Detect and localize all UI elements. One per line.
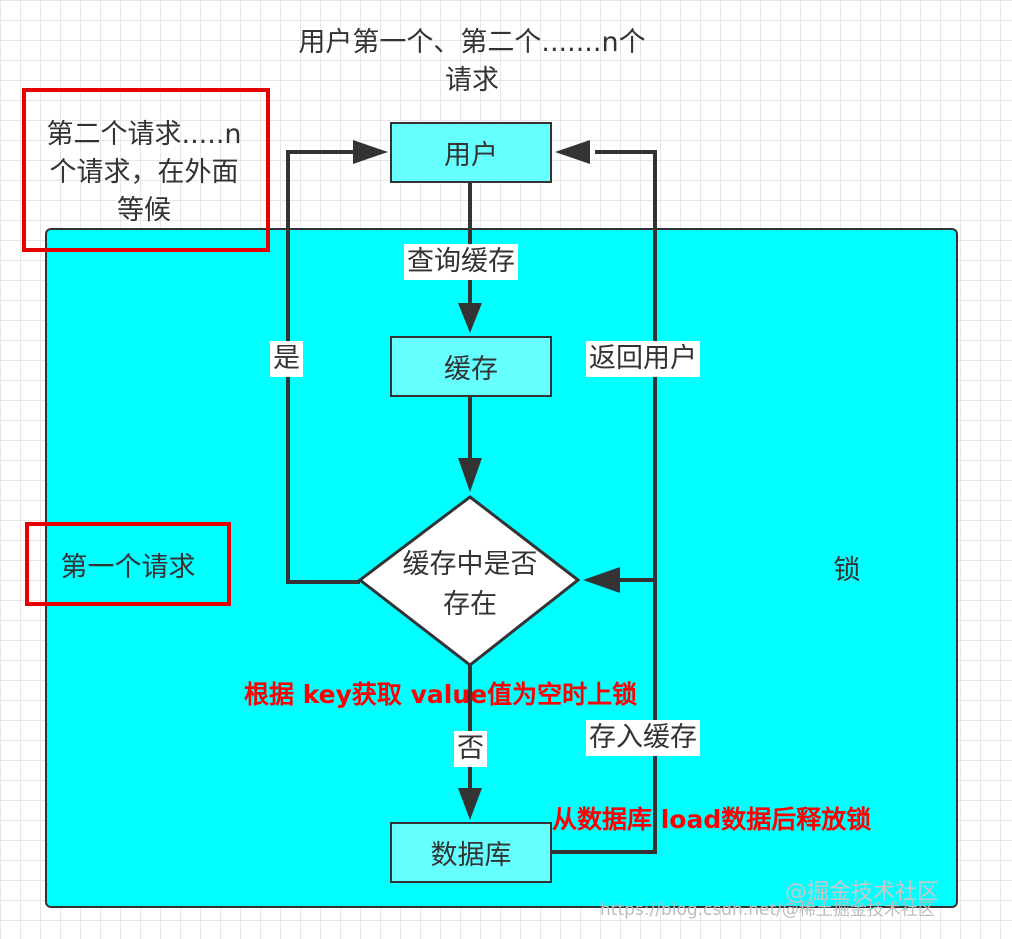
diagram-title: 用户第一个、第二个.......n个 请求: [262, 24, 682, 100]
edge-label-return-user: 返回用户: [586, 341, 700, 377]
waiting-note-line-1: 第二个请求.....n: [46, 119, 242, 150]
decision-label-line-2: 存在: [443, 589, 497, 620]
diagram-title-line-2: 请求: [445, 65, 499, 96]
arrowhead-yes-to-user: [353, 140, 388, 164]
arrowhead-to-decision: [458, 458, 482, 492]
first-request-note: 第一个请求: [60, 552, 196, 583]
diagram-title-line-1: 用户第一个、第二个.......n个: [298, 27, 646, 58]
watermark-logo-text: @掘金技术社区: [785, 880, 940, 905]
user-node: 用户: [390, 122, 552, 183]
arrowhead-to-cache: [458, 303, 482, 333]
edge-label-query-cache: 查询缓存: [404, 244, 518, 280]
waiting-note-line-2: 个请求，在外面: [49, 157, 239, 188]
waiting-note-line-3: 等候: [117, 195, 171, 226]
cache-node-label: 缓存: [444, 354, 498, 385]
arrowhead-to-database: [458, 788, 482, 820]
lock-label: 锁: [833, 555, 861, 586]
first-request-highlight-box: [25, 522, 231, 606]
edge-label-no: 否: [454, 731, 487, 767]
decision-node-label: 缓存中是否存在: [385, 545, 555, 625]
cache-node: 缓存: [390, 336, 552, 397]
edge-label-store-cache: 存入缓存: [586, 720, 700, 756]
decision-label-line-1: 缓存中是否: [402, 549, 538, 580]
user-node-label: 用户: [444, 140, 498, 171]
decision-node: [357, 495, 581, 667]
edge-label-yes: 是: [270, 341, 303, 377]
database-node: 数据库: [390, 822, 552, 883]
annotation-release-lock: 从数据库 load数据后释放锁: [552, 805, 872, 834]
watermark-url-text: https://blog.csdn.net/@稀土掘金技术社区: [600, 900, 935, 920]
arrowhead-store-to-decision: [583, 567, 620, 593]
database-node-label: 数据库: [430, 840, 512, 871]
annotation-lock-on-empty: 根据 key获取 value值为空时上锁: [244, 680, 638, 709]
waiting-note: 第二个请求.....n 个请求，在外面 等候: [26, 116, 262, 230]
arrowhead-return-to-user: [555, 140, 590, 164]
edge-store-return-loop: [552, 150, 657, 854]
waiting-highlight-box: [22, 88, 270, 252]
